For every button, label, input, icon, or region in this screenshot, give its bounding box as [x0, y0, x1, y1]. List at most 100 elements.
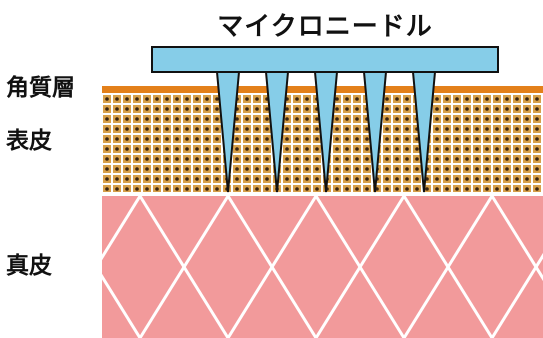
epidermis-cell-nucleus [155, 157, 159, 161]
epidermis-cell-nucleus [145, 147, 149, 151]
epidermis-cell-nucleus [525, 127, 529, 131]
epidermis-cell-nucleus [115, 177, 119, 181]
epidermis-cell-nucleus [485, 147, 489, 151]
epidermis-cell-nucleus [135, 177, 139, 181]
epidermis-cell-nucleus [135, 97, 139, 101]
epidermis-cell-nucleus [335, 137, 339, 141]
epidermis-cell-nucleus [365, 177, 369, 181]
epidermis-cell-nucleus [195, 117, 199, 121]
epidermis-cell-nucleus [515, 107, 519, 111]
epidermis-layer [101, 93, 543, 192]
epidermis-cell-nucleus [255, 157, 259, 161]
epidermis-cell-nucleus [495, 167, 499, 171]
epidermis-cell-nucleus [385, 157, 389, 161]
epidermis-cell-nucleus [515, 147, 519, 151]
epidermis-cell-nucleus [485, 167, 489, 171]
epidermis-cell-nucleus [235, 137, 239, 141]
epidermis-cell-nucleus [185, 127, 189, 131]
epidermis-cell-nucleus [215, 187, 219, 191]
epidermis-cell-nucleus [105, 187, 109, 191]
epidermis-cell-nucleus [385, 97, 389, 101]
epidermis-cell-nucleus [515, 97, 519, 101]
epidermis-cell-nucleus [235, 147, 239, 151]
epidermis-cell-nucleus [215, 127, 219, 131]
epidermis-cell-nucleus [195, 147, 199, 151]
epidermis-cell-nucleus [255, 187, 259, 191]
epidermis-cell-nucleus [405, 107, 409, 111]
epidermis-cell-nucleus [335, 147, 339, 151]
epidermis-cell-nucleus [495, 107, 499, 111]
epidermis-cell-nucleus [185, 117, 189, 121]
epidermis-cell-nucleus [495, 117, 499, 121]
epidermis-cell-nucleus [205, 177, 209, 181]
epidermis-cell-nucleus [525, 137, 529, 141]
epidermis-cell-nucleus [345, 137, 349, 141]
epidermis-cell-nucleus [135, 127, 139, 131]
epidermis-cell-nucleus [435, 177, 439, 181]
epidermis-cell-nucleus [145, 97, 149, 101]
epidermis-cell-nucleus [305, 127, 309, 131]
epidermis-cell-nucleus [475, 167, 479, 171]
epidermis-cell-nucleus [485, 177, 489, 181]
epidermis-cell-nucleus [205, 97, 209, 101]
epidermis-cell-nucleus [135, 137, 139, 141]
epidermis-cell-nucleus [485, 117, 489, 121]
epidermis-cell-nucleus [185, 137, 189, 141]
epidermis-cell-nucleus [395, 147, 399, 151]
epidermis-cell-nucleus [345, 157, 349, 161]
epidermis-cell-nucleus [155, 107, 159, 111]
epidermis-cell-nucleus [105, 127, 109, 131]
epidermis-cell-nucleus [535, 147, 539, 151]
epidermis-cell-nucleus [355, 117, 359, 121]
epidermis-cell-nucleus [355, 97, 359, 101]
epidermis-cell-nucleus [475, 177, 479, 181]
epidermis-cell-nucleus [175, 177, 179, 181]
epidermis-cell-nucleus [215, 107, 219, 111]
epidermis-cell-nucleus [445, 137, 449, 141]
epidermis-cell-nucleus [195, 167, 199, 171]
epidermis-cell-nucleus [215, 117, 219, 121]
epidermis-cell-nucleus [125, 167, 129, 171]
epidermis-cell-nucleus [265, 107, 269, 111]
epidermis-cell-nucleus [205, 157, 209, 161]
epidermis-cell-nucleus [515, 137, 519, 141]
epidermis-cell-nucleus [205, 137, 209, 141]
epidermis-cell-nucleus [465, 137, 469, 141]
epidermis-cell-nucleus [135, 117, 139, 121]
epidermis-cell-nucleus [395, 157, 399, 161]
epidermis-cell-nucleus [295, 167, 299, 171]
epidermis-cell-nucleus [145, 107, 149, 111]
epidermis-cell-nucleus [485, 127, 489, 131]
epidermis-cell-nucleus [205, 167, 209, 171]
epidermis-cell-nucleus [195, 127, 199, 131]
epidermis-cell-nucleus [165, 97, 169, 101]
epidermis-cell-nucleus [445, 117, 449, 121]
epidermis-cell-nucleus [175, 117, 179, 121]
epidermis-cell-nucleus [135, 187, 139, 191]
epidermis-cell-nucleus [475, 107, 479, 111]
epidermis-cell-nucleus [345, 187, 349, 191]
epidermis-cell-nucleus [495, 127, 499, 131]
epidermis-cell-nucleus [255, 177, 259, 181]
epidermis-cell-nucleus [185, 177, 189, 181]
epidermis-cell-nucleus [405, 167, 409, 171]
epidermis-cell-nucleus [405, 177, 409, 181]
epidermis-cell-nucleus [365, 157, 369, 161]
epidermis-cell-nucleus [445, 187, 449, 191]
epidermis-cell-nucleus [185, 97, 189, 101]
epidermis-cell-nucleus [435, 137, 439, 141]
epidermis-cell-nucleus [115, 167, 119, 171]
epidermis-cell-nucleus [105, 107, 109, 111]
epidermis-cell-nucleus [465, 177, 469, 181]
epidermis-cell-nucleus [265, 137, 269, 141]
epidermis-cell-nucleus [365, 137, 369, 141]
epidermis-cell-nucleus [385, 187, 389, 191]
epidermis-cell-nucleus [245, 137, 249, 141]
dermis-fibre [138, 196, 230, 338]
epidermis-cell-nucleus [165, 117, 169, 121]
epidermis-cell-nucleus [175, 187, 179, 191]
epidermis-cell-nucleus [495, 187, 499, 191]
epidermis-cell-nucleus [455, 117, 459, 121]
epidermis-cell-nucleus [525, 107, 529, 111]
dermis-fibre [226, 196, 318, 338]
